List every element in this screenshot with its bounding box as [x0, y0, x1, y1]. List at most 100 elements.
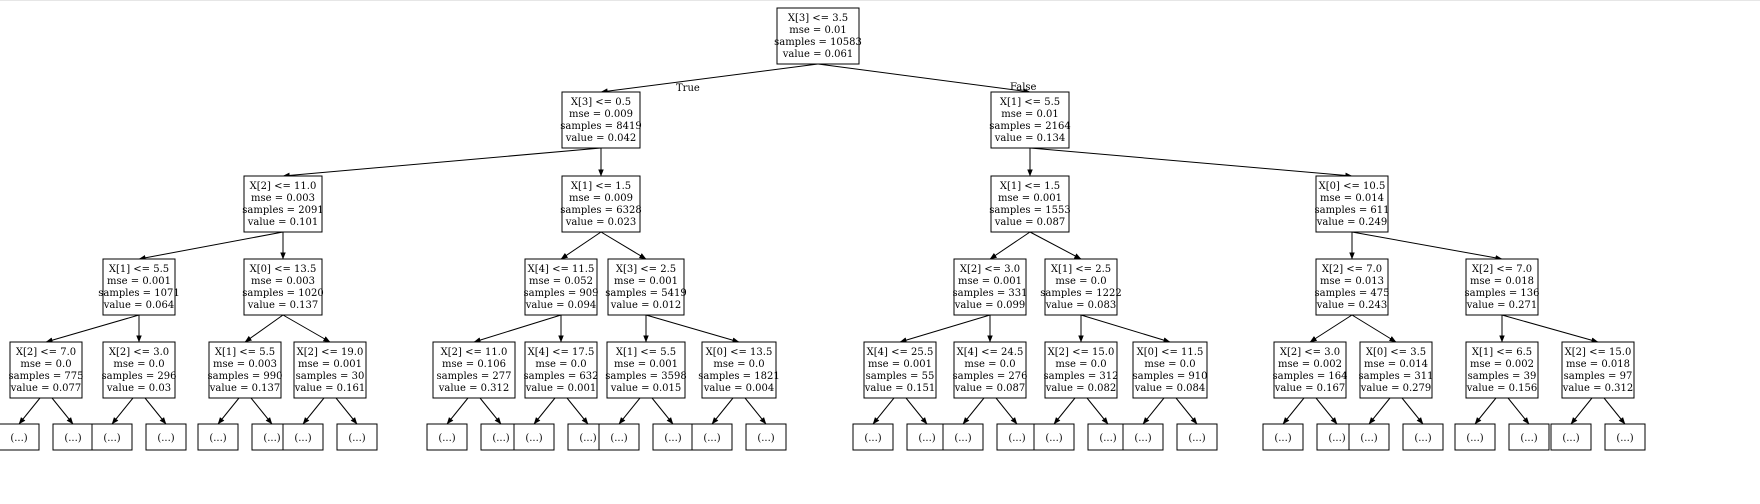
node-line: samples = 164	[1272, 371, 1347, 382]
truncated-box	[906, 423, 948, 451]
node-box	[524, 341, 598, 399]
truncated-box	[1550, 423, 1592, 451]
node-line: samples = 8419	[560, 121, 641, 132]
edge-n3-n7	[138, 231, 284, 261]
edge-to-truncated	[1053, 397, 1076, 425]
node-line: value = 0.084	[1134, 383, 1206, 394]
truncated-leaf: (...)	[197, 397, 240, 451]
truncated-leaf: (...)	[144, 397, 187, 451]
node-line: value = 0.064	[103, 300, 175, 311]
node-line: value = 0.099	[954, 300, 1026, 311]
node-line: value = 0.023	[565, 217, 637, 228]
node-line: mse = 0.002	[1470, 359, 1534, 370]
node-line: value = 0.03	[106, 383, 171, 394]
node-line: X[0] <= 10.5	[1319, 181, 1386, 192]
edge-n13-n27	[1309, 314, 1353, 343]
node-line: value = 0.312	[438, 383, 510, 394]
truncated-label: (...)	[438, 433, 455, 444]
truncated-leaf: (...)	[51, 397, 94, 451]
node-line: value = 0.083	[1045, 300, 1117, 311]
node-line: mse = 0.0	[20, 359, 71, 370]
node-box	[1359, 341, 1433, 399]
truncated-label: (...)	[10, 433, 27, 444]
truncated-box	[336, 423, 378, 451]
edge-n12-n26	[1080, 314, 1171, 343]
node-line: value = 0.001	[525, 383, 597, 394]
node-line: mse = 0.002	[1278, 359, 1342, 370]
truncated-label: (...)	[1520, 433, 1537, 444]
node-line: value = 0.156	[1466, 383, 1538, 394]
node-line: X[2] <= 15.0	[1565, 347, 1632, 358]
truncated-label: (...)	[294, 433, 311, 444]
truncated-box	[1454, 423, 1496, 451]
node-line: samples = 3598	[605, 371, 686, 382]
node-line: samples = 296	[101, 371, 176, 382]
truncated-label: (...)	[263, 433, 280, 444]
node-box	[607, 258, 685, 316]
node-line: value = 0.087	[954, 383, 1026, 394]
node-line: value = 0.151	[864, 383, 936, 394]
node-line: value = 0.271	[1466, 300, 1538, 311]
node-line: mse = 0.009	[569, 109, 633, 120]
truncated-leaf: (...)	[282, 397, 325, 451]
edge-n5-n12	[1029, 231, 1082, 260]
node-line: samples = 6328	[560, 205, 641, 216]
node-box	[1465, 258, 1539, 316]
node-line: X[4] <= 24.5	[957, 347, 1024, 358]
node-line: mse = 0.014	[1364, 359, 1428, 370]
node-line: samples = 277	[436, 371, 511, 382]
truncated-leaf: (...)	[1348, 397, 1391, 451]
edge-to-truncated	[1401, 397, 1424, 425]
truncated-label: (...)	[103, 433, 120, 444]
edge-n0-n2	[817, 63, 1031, 94]
edge-to-truncated	[1570, 397, 1593, 425]
truncated-box	[197, 423, 239, 451]
truncated-leaf: (...)	[335, 397, 378, 451]
edge-to-truncated	[1315, 397, 1338, 425]
edge-label-false: False	[1010, 82, 1037, 93]
edge-to-truncated	[18, 397, 41, 425]
truncated-box	[1122, 423, 1164, 451]
truncated-box	[1087, 423, 1129, 451]
node-line: samples = 39	[1468, 371, 1537, 382]
node-box	[293, 341, 367, 399]
node-line: mse = 0.0	[1055, 359, 1106, 370]
edge-to-truncated	[144, 397, 167, 425]
node-line: value = 0.094	[525, 300, 597, 311]
truncated-leaf: (...)	[651, 397, 694, 451]
edge-n8-n18	[282, 314, 331, 343]
node-line: mse = 0.0	[113, 359, 164, 370]
node-line: value = 0.061	[782, 49, 854, 60]
truncated-leaves-layer: (...)(...)(...)(...)(...)(...)(...)(...)…	[0, 397, 1646, 451]
truncated-box	[1033, 423, 1075, 451]
node-box	[243, 175, 323, 233]
node-line: samples = 910	[1132, 371, 1207, 382]
node-line: mse = 0.106	[442, 359, 506, 370]
edge-n7-n15	[45, 314, 140, 343]
node-box	[102, 341, 176, 399]
node-line: X[1] <= 5.5	[109, 264, 169, 275]
node-line: value = 0.249	[1316, 217, 1388, 228]
node-box	[1561, 341, 1635, 399]
node-line: X[2] <= 11.0	[441, 347, 508, 358]
node-line: samples = 990	[207, 371, 282, 382]
edge-n8-n17	[244, 314, 284, 343]
truncated-box	[426, 423, 468, 451]
edge-n0-n1	[600, 63, 819, 94]
truncated-box	[52, 423, 94, 451]
edge-to-truncated	[744, 397, 767, 425]
node-line: mse = 0.0	[1144, 359, 1195, 370]
node-line: X[1] <= 6.5	[1472, 347, 1532, 358]
node-line: value = 0.312	[1562, 383, 1634, 394]
